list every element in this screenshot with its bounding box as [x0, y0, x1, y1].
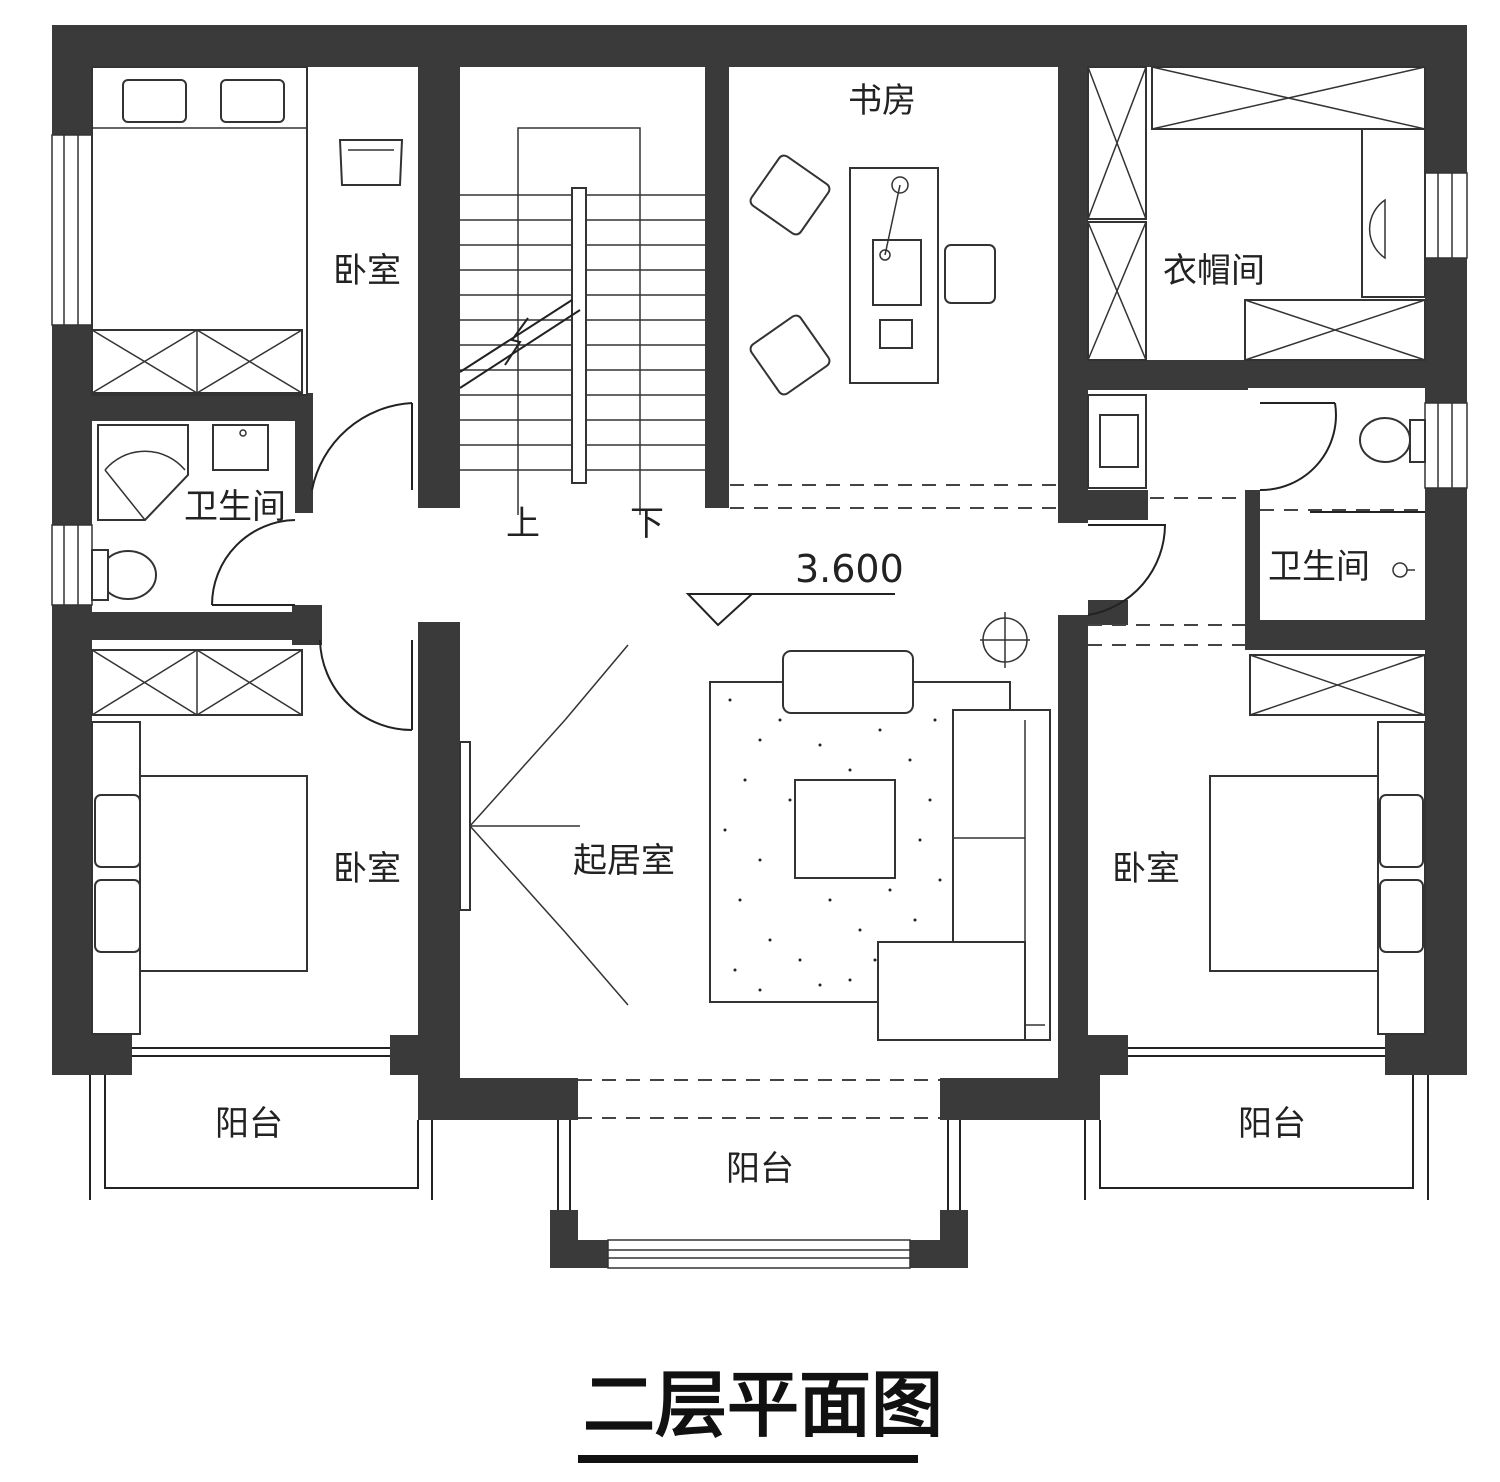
doors [211, 402, 1337, 1006]
furniture-sw-bedroom [91, 649, 308, 1035]
staircase [459, 127, 705, 515]
rug-texture [723, 698, 942, 992]
label-balcony-center: 阳台 [726, 1149, 794, 1189]
openings [730, 484, 1425, 646]
label-cloakroom: 衣帽间 [1163, 251, 1265, 291]
elevation-value: 3.600 [795, 547, 904, 591]
furniture-study [749, 154, 996, 396]
room-labels: 卧室 卫生间 书房 衣帽间 卫生间 起居室 卧室 卧室 阳台 阳台 阳台 上 下 [184, 81, 1370, 1189]
furniture-nw-bath [91, 424, 269, 601]
label-study: 书房 [848, 81, 916, 121]
label-bathroom-west: 卫生间 [184, 487, 286, 527]
furniture-cloakroom [1087, 66, 1426, 361]
label-bathroom-east: 卫生间 [1268, 547, 1370, 587]
furniture-living-room [709, 650, 1051, 1041]
walls [52, 25, 1467, 1268]
label-stair-up: 上 [506, 504, 540, 544]
balcony-railings [89, 1075, 1429, 1210]
label-bedroom-nw: 卧室 [333, 251, 401, 291]
elevation-marker: 3.600 [685, 547, 904, 627]
label-balcony-east: 阳台 [1238, 1104, 1306, 1144]
label-stair-down: 下 [630, 504, 664, 544]
label-living-room: 起居室 [573, 841, 675, 881]
page-title: 二层平面图 [583, 1363, 943, 1447]
furniture-east-bath [1087, 394, 1426, 578]
label-bedroom-sw: 卧室 [333, 849, 401, 889]
label-balcony-west: 阳台 [215, 1104, 283, 1144]
furniture-se-bedroom [1209, 654, 1426, 1035]
label-bedroom-se: 卧室 [1112, 849, 1180, 889]
furniture-nw-bedroom [91, 66, 404, 396]
crosshair-marker [980, 612, 1030, 668]
title-block: 二层平面图 [578, 1363, 943, 1463]
